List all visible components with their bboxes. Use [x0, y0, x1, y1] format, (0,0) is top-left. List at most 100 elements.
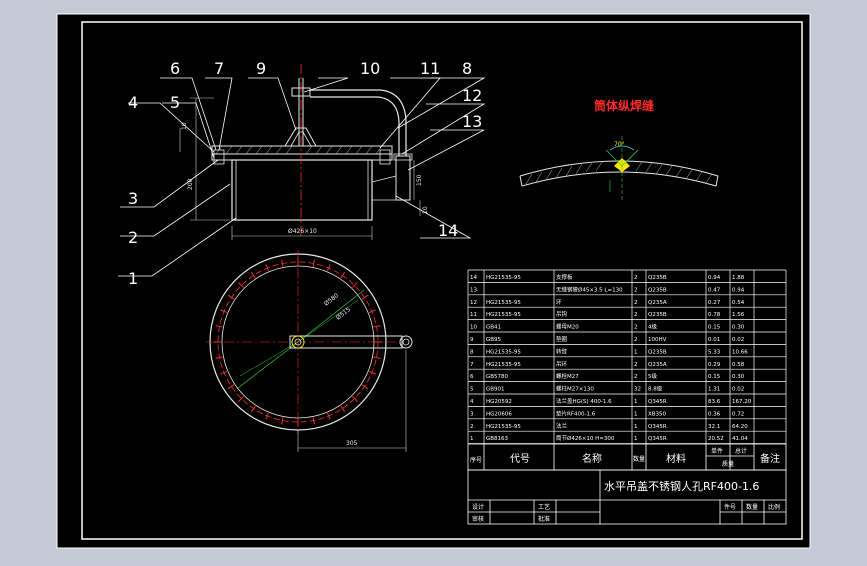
bom-cell: 支撑板	[556, 273, 573, 281]
bom-cell: 9	[470, 337, 474, 343]
bolt-tick	[215, 356, 223, 359]
bolt-tick	[250, 271, 256, 279]
bom-cell: 2	[634, 287, 638, 293]
tb-design: 设计	[472, 503, 484, 511]
bom-cell: 10.66	[732, 349, 748, 355]
bom-cell: 83.6	[708, 399, 721, 405]
bom-cell: 0.54	[732, 300, 745, 306]
balloon-10: 10	[360, 59, 380, 78]
bolt-tick	[265, 264, 269, 272]
tb-count: 数量	[746, 503, 758, 511]
bom-cell: Q345R	[648, 399, 667, 405]
swing-arm	[310, 89, 407, 156]
bom-cell: 无缝钢管Ø45×3.5 L=130	[556, 285, 623, 293]
bom-cell: 0.01	[708, 337, 720, 343]
balloon-11: 11	[420, 59, 440, 78]
bom-cell: 2	[634, 300, 638, 306]
tb-check: 审核	[472, 515, 484, 523]
bom-cell: GB5780	[486, 374, 509, 380]
bom-cell: 吊环	[556, 361, 568, 368]
bolt-tick	[250, 405, 256, 413]
bolt-tick	[265, 412, 269, 420]
balloon-1: 1	[128, 269, 138, 288]
bom-cell: 0.29	[708, 362, 721, 368]
bom-cell: 0.15	[708, 374, 721, 380]
weld-note: 筒体纵焊缝	[594, 98, 654, 113]
bom-cell: 1	[634, 349, 638, 355]
bom-cell: 41.04	[732, 436, 748, 442]
bolt-tick	[227, 384, 235, 390]
bom-cell: 螺柱M27×130	[556, 385, 594, 393]
balloon-6: 6	[170, 59, 180, 78]
bom-cell: 2	[634, 275, 638, 281]
bolt-tick	[340, 271, 346, 279]
balloon-3: 3	[128, 189, 138, 208]
bom-cell: 0.94	[708, 275, 721, 281]
bom-cell: 0.94	[732, 287, 745, 293]
bom-cell: 1	[634, 424, 638, 430]
bom-cell: HG21535-95	[486, 362, 521, 368]
bom-cell: 0.78	[708, 312, 721, 318]
bom-cell: Q235B	[648, 275, 667, 281]
bom-cell: 8.8级	[648, 385, 663, 393]
bom-hdr-total: 总计	[735, 447, 747, 455]
dim-vert-left: 200	[187, 178, 194, 190]
bom-cell: 法兰盖HG(S) 400-1.6	[556, 397, 612, 405]
bom-cell: HG21535-95	[486, 300, 521, 306]
dim-right-b: 10	[422, 206, 429, 214]
bolt-tick	[368, 309, 376, 313]
bom-cell: HG20592	[486, 399, 512, 405]
bom-cell: 0.30	[732, 374, 745, 380]
bom-cell: 0.58	[732, 362, 745, 368]
bom-cell: 1	[634, 399, 638, 405]
bom-cell: Q235B	[648, 349, 667, 355]
balloon-5: 5	[170, 93, 180, 112]
bolt-tick	[373, 325, 381, 328]
bom-cell: XB350	[648, 411, 667, 417]
drawing-title: 水平吊盖不锈钢人孔RF400-1.6	[604, 479, 759, 493]
bom-cell: 3	[470, 411, 474, 417]
bom-hdr-material: 材料	[666, 452, 686, 465]
bom-cell: 20.52	[708, 436, 724, 442]
bom-cell: 0.72	[732, 411, 744, 417]
leader-lines	[118, 77, 486, 277]
bom-cell: 1.88	[732, 275, 745, 281]
bom-cell: 0.30	[732, 325, 745, 331]
bom-cell: 1.31	[708, 387, 720, 393]
balloon-numbers: 6 7 9 10 11 8 4 5 12 13 3 2 1 14	[128, 59, 482, 288]
bom-cell: Q235A	[648, 362, 667, 368]
bom-cell: HG21535-95	[486, 312, 521, 318]
tb-drawing-no: 件号	[724, 503, 736, 511]
balloon-9: 9	[256, 59, 266, 78]
lifting-lug	[284, 127, 317, 147]
bom-cell: 吊钩	[556, 310, 568, 318]
bom-cell: 1	[634, 436, 638, 442]
bom-cell: Q235B	[648, 287, 667, 293]
bom-cell: 64.20	[732, 424, 748, 430]
bom-hdr-seq: 序号	[470, 456, 482, 464]
bolt-tick	[281, 417, 284, 425]
bom-cell: 32.1	[708, 424, 720, 430]
outer-frame	[56, 13, 811, 549]
bom-cell: 垫圈	[556, 335, 568, 343]
dim-horiz-305: 305	[346, 440, 358, 447]
bom-cell: 167.20	[732, 399, 752, 405]
bom-cell: GB8163	[486, 436, 509, 442]
bolt-tick	[220, 371, 228, 375]
balloon-7: 7	[214, 59, 224, 78]
weld-detail: 筒体纵焊缝 70°	[519, 98, 719, 200]
bom-cell: 1	[634, 411, 638, 417]
bom-cell: 13	[470, 287, 477, 293]
balloon-4: 4	[128, 93, 138, 112]
bom-cell: 1	[470, 436, 474, 442]
weld-angle: 70°	[614, 141, 625, 148]
bom-cell: 11	[470, 312, 477, 318]
bolt-tick	[368, 371, 376, 375]
bom-cell: 7	[470, 362, 474, 368]
bolt-tick	[352, 396, 358, 402]
balloon-13: 13	[462, 112, 482, 131]
bom-cell: 螺栓M27	[556, 372, 579, 380]
bom-hdr-note: 备注	[760, 452, 780, 465]
